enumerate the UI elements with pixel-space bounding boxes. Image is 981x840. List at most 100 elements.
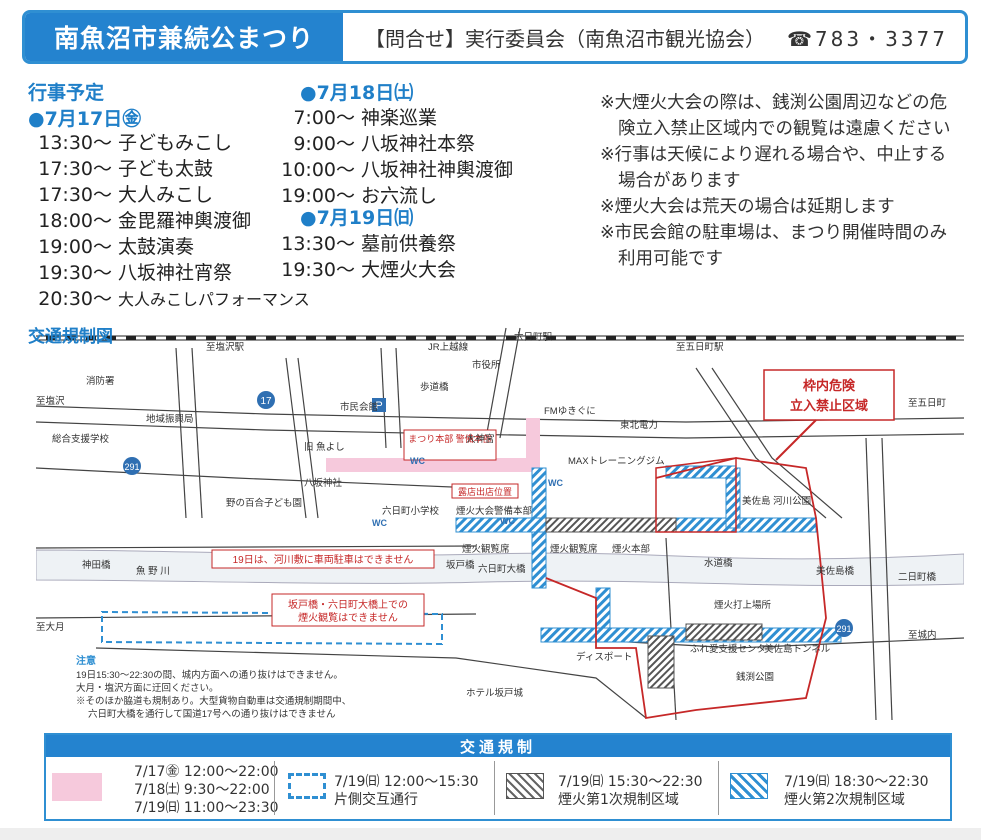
label-muika-bridge: 六日町大橋 [478,563,526,575]
label-regional: 地域振興局 [146,413,194,425]
warn-box-2 [271,593,425,627]
label-daijingu: 大神宮 [466,433,495,445]
page-title: 南魚沼市兼続公まつり [25,13,343,61]
label-nichome: 二日町橋 [898,571,937,583]
label-zenbuchi: 銭渕公園 [736,671,774,683]
wc-1: WC [410,456,425,466]
stalls-label: 露店出店位置 [458,486,512,497]
label-launch: 煙火打上場所 [714,599,772,611]
label-promenade: 歩道橋 [420,381,449,393]
event-row: 19:30～ 八坂神社宵祭 [38,262,233,284]
label-shiozawa: 至塩沢 [36,395,65,407]
notes: ※大煙火大会の際は、銭渕公園周辺などの危険立入禁止区域内での観覧は遠慮ください … [600,90,960,272]
label-max: MAXトレーニングジム [568,455,665,467]
warn-label-2b: 煙火観覧はできません [298,611,398,624]
event-row: 20:30～ 大人みこしパフォーマンス [38,288,310,310]
legend-item-gray: 7/19㈰ 15:30～22:30 煙火第1次規制区域 [494,757,718,819]
wc-2: WC [548,478,563,488]
wc-4: WC [500,516,515,526]
place-labels: 至塩沢駅 JR上越線 六日町駅 至五日町駅 至五日町 至塩沢 消防署 市役所 歩… [36,331,947,699]
contact-info: 【問合せ】実行委員会（南魚沼市観光協会） ☎783・3377 [365,13,948,61]
danger-label-2: 立入禁止区域 [790,398,868,413]
caution-block: 注意 19日15:30～22:30の間、城内方面への通り抜けはできません。 大月… [76,654,351,720]
phone-number: ☎783・3377 [787,26,948,51]
event-row: 10:00～ 八坂神社神輿渡御 [281,159,514,181]
warn-label-1: 19日は、河川敷に車両駐車はできません [233,553,414,566]
parking-label: P [375,400,382,412]
legend-divider [718,761,719,815]
label-misayama-park: 美佐島 河川公園 [742,495,811,507]
label-yasaka: 八坂神社 [304,477,343,489]
label-jr: JR上越線 [428,341,469,353]
label-shiozawa-sta: 至塩沢駅 [206,341,245,353]
label-misa-bridge: 美佐島橋 [816,565,855,577]
blue-hatch-swatch [730,773,768,799]
event-row: 13:30～ 墓前供養祭 [281,233,457,255]
danger-callout-box [763,369,895,421]
label-itsukamachi: 至五日町 [908,398,947,409]
day-label: ●7月17日㊎ [28,108,142,130]
warn-label-2a: 坂戸橋・六日町大橋上での [288,598,408,611]
label-suido: 水道橋 [704,557,733,569]
event-row: 19:00～ 太鼓演奏 [38,236,195,258]
danger-label-1: 枠内危険 [803,378,856,393]
hq-box [403,429,497,461]
caution-line4: 六日町大橋を通行して国道17号への通り抜けはできません [88,708,336,720]
label-itsukamachi-sta: 至五日町駅 [676,342,724,353]
caution-heading: 注意 [76,654,96,667]
label-fw-view1: 煙火観覧席 [462,543,510,555]
footer-bar [0,828,981,840]
event-row: 13:30～ 子どもみこし [38,132,233,154]
event-row: 7:00～ 神楽巡業 [293,107,438,129]
label-fw-guard: 煙火大会警備本部 [456,505,532,517]
label-yuri: 野の百合子ども園 [226,497,302,509]
label-tohoku: 東北電力 [620,419,658,431]
pink-zone [326,458,536,472]
label-jokanai: 至城内 [908,629,937,641]
label-fw-view2: 煙火観覧席 [550,543,598,555]
caution-line2: 大月・塩沢方面に迂回ください。 [76,682,219,694]
event-row: 17:30～ 子ども太鼓 [38,158,214,180]
route291-label-a: 291 [124,462,139,472]
note-item: ※市民会館の駐車場は、まつり開催時間のみ利用可能です [600,223,948,269]
event-row: 19:30～ 大煙火大会 [281,259,457,281]
legend-item-blue: 7/19㈰ 18:30～22:30 煙火第2次規制区域 [718,757,950,819]
pink-zone-v [526,418,540,472]
map-title: 交通規制図 [28,327,113,347]
label-fureai: ふれ愛支援センター [690,643,776,655]
label-city-hall: 市役所 [472,359,501,371]
note-item: ※行事は天候により遅れる場合や、中止する場合があります [600,145,947,191]
day-label: ●7月18日㈯ [300,82,414,104]
event-row: 18:00～ 金毘羅神輿渡御 [38,210,252,232]
danger-inner [655,457,737,533]
label-hotel: ホテル坂戸城 [466,688,524,699]
parking-icon [372,398,386,412]
label-ohtsuki: 至大月 [36,621,65,633]
route17-shield [257,391,275,409]
alt-traffic-zone [101,610,443,646]
legend-item-pink: 7/17㊎ 12:00～22:00 7/18㈯ 9:30～22:00 7/19㈰… [46,757,279,819]
legend-item-dashed: 7/19㈰ 12:00～15:30 片側交互通行 [274,757,494,819]
danger-arrow [775,419,817,461]
label-kanda: 神田橋 [82,559,111,571]
label-kyu-uoyoshi: 旧 魚よし [304,441,345,453]
legend-divider [494,761,495,815]
fw-zone-1 [545,517,763,689]
event-row: 9:00～ 八坂神社本祭 [293,133,476,155]
stalls-box [451,483,519,499]
day-label: ●7月19日㈰ [300,207,414,229]
event-row: 17:30～ 大人みこし [38,184,214,206]
caution-line3: ※そのほか脇道も規制あり。大型貨物自動車は交通規制期間中、 [76,695,351,707]
note-item: ※大煙火大会の際は、銭渕公園周辺などの危険立入禁止区域内での観覧は遠慮ください [600,93,951,139]
label-sakai: 総合支援学校 [52,433,110,445]
legend-title: 交通規制 [46,735,950,757]
legend: 交通規制 7/17㊎ 12:00～22:00 7/18㈯ 9:30～22:00 … [44,733,952,821]
gray-hatch-swatch [506,773,544,799]
note-item: ※煙火大会は荒天の場合は延期します [600,197,895,217]
label-sakado: 坂戸橋 [446,559,475,571]
label-river: 魚 野 川 [136,565,170,577]
caution-line1: 19日15:30～22:30の間、城内方面への通り抜けはできません。 [76,669,343,681]
label-fm: FMゆきぐに [544,406,596,417]
wc-labels: WC WC WC WC [372,456,563,528]
route291-shield-b [835,619,853,637]
